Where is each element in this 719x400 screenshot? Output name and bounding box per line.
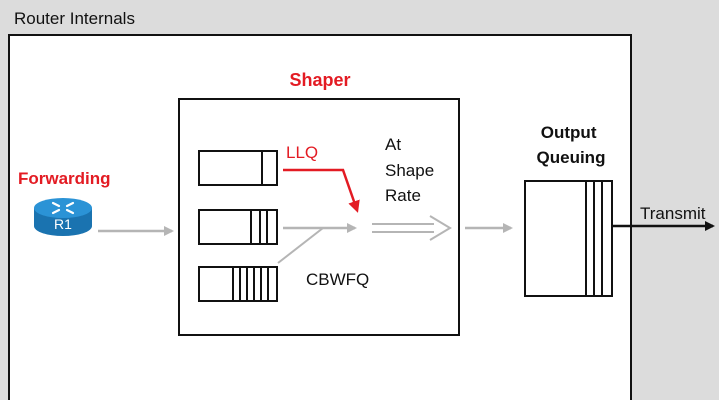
forwarding-label: Forwarding	[18, 169, 111, 188]
shaper-title: Shaper	[289, 70, 350, 90]
shape-rate-double-arrow	[372, 215, 452, 241]
llq-queue	[198, 150, 278, 186]
router-icon: R1	[34, 198, 92, 236]
shape-rate-label: At Shape Rate	[385, 135, 439, 205]
cbwfq-label: CBWFQ	[306, 270, 369, 289]
cbwfq-queue-2	[198, 266, 278, 302]
router-internals-title: Router Internals	[14, 9, 135, 28]
transmit-label: Transmit	[640, 204, 706, 223]
llq-priority-arrow	[283, 168, 360, 213]
llq-label: LLQ	[286, 143, 318, 162]
cbwfq-queue-1	[198, 209, 278, 245]
output-queuing-label: Output Queuing	[537, 123, 606, 167]
cbwfq-pointer-line	[277, 227, 324, 264]
router-name-label: R1	[54, 216, 72, 232]
output-queue	[524, 180, 613, 297]
